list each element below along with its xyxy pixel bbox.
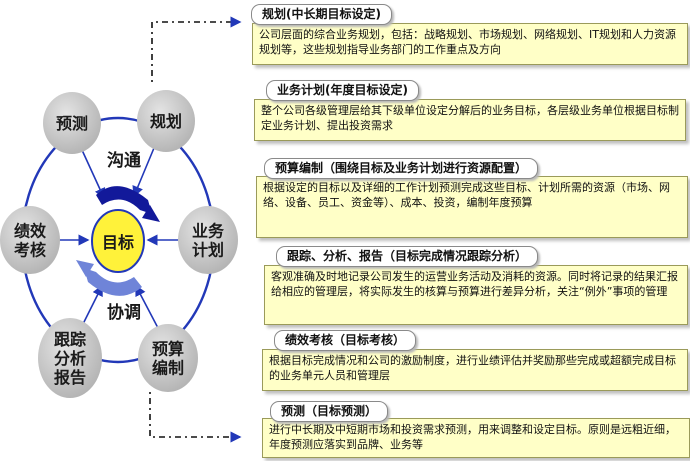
node-forecast-label: 预测 [56,114,88,133]
cycle-nodes: 预测规划业务计划预算编制跟踪分析报告绩效考核 [0,90,238,398]
panel-title: 预算编制（围绕目标及业务计划进行资源配置） [264,158,539,179]
panel-title: 跟踪、分析、报告（目标完成情况跟踪分析） [276,246,539,267]
goal-center-label: 目标 [102,233,134,252]
panel-description: 整个公司各级管理层给其下级单位设定分解后的业务目标，各层级业务单位根据目标制定业… [254,99,686,141]
panel-description: 根据目标完成情况和公司的激励制度，进行业绩评估并奖励那些完成或超额完成目标的业务… [262,349,688,391]
node-budget-label: 预算 [152,340,184,359]
node-business-plan-circle [178,206,238,274]
node-performance-label: 考核 [14,241,46,260]
node-planning-label: 规划 [150,112,182,131]
node-budget-circle [138,324,198,392]
node-business-plan: 业务计划 [178,206,238,274]
node-planning: 规划 [137,90,195,152]
coordinate-label: 协调 [107,302,141,323]
panel-title: 预测（目标预测） [270,401,389,422]
panel-description: 进行中长期及中短期市场和投资需求预测，用来调整和设定目标。原则是远粗近细，年度预… [262,418,690,458]
node-performance-label: 绩效 [14,222,46,241]
connector-top [151,16,242,82]
node-tracking-label: 跟踪 [54,330,86,349]
node-budget: 预算编制 [138,324,198,392]
coordinate-arrow [84,268,142,296]
goal-center [91,209,145,273]
node-budget-label: 编制 [152,359,184,378]
panel-description: 根据设定的目标以及详细的工作计划预测完成这些目标、计划所需的资源（市场、网络、设… [256,176,688,238]
node-tracking-label: 分析 [54,349,86,368]
communicate-arrow-light [142,205,160,222]
connector-bottom [149,392,242,443]
node-business-plan-label: 业务 [192,222,225,241]
communicate-label: 沟通 [107,150,141,171]
panel-title: 业务计划(年度目标设定) [266,80,419,101]
management-cycle-diagram: 沟通 协调 目标 预测规划业务计划预算编制跟踪分析报告绩效考核 [0,16,242,443]
node-performance: 绩效考核 [0,206,60,274]
panel-description: 客观准确及时地记录公司发生的运营业务活动及消耗的资源。同时将记录的结果汇报给相应… [264,265,688,325]
node-performance-circle [0,206,60,274]
node-tracking-circle [38,318,102,398]
panel-description: 公司层面的综合业务规划，包括：战略规划、市场规划、网络规划、IT规划和人力资源规… [252,23,688,65]
panel-title: 规划(中长期目标设定) [251,4,392,25]
node-tracking-label: 报告 [54,368,86,387]
coordinate-arrow-head [76,260,94,277]
node-planning-circle [137,90,195,152]
node-forecast: 预测 [43,92,101,154]
communicate-arrow [96,186,152,214]
panel-title: 绩效考核（目标考核） [274,330,417,351]
node-business-plan-label: 计划 [192,241,224,260]
node-forecast-circle [43,92,101,154]
